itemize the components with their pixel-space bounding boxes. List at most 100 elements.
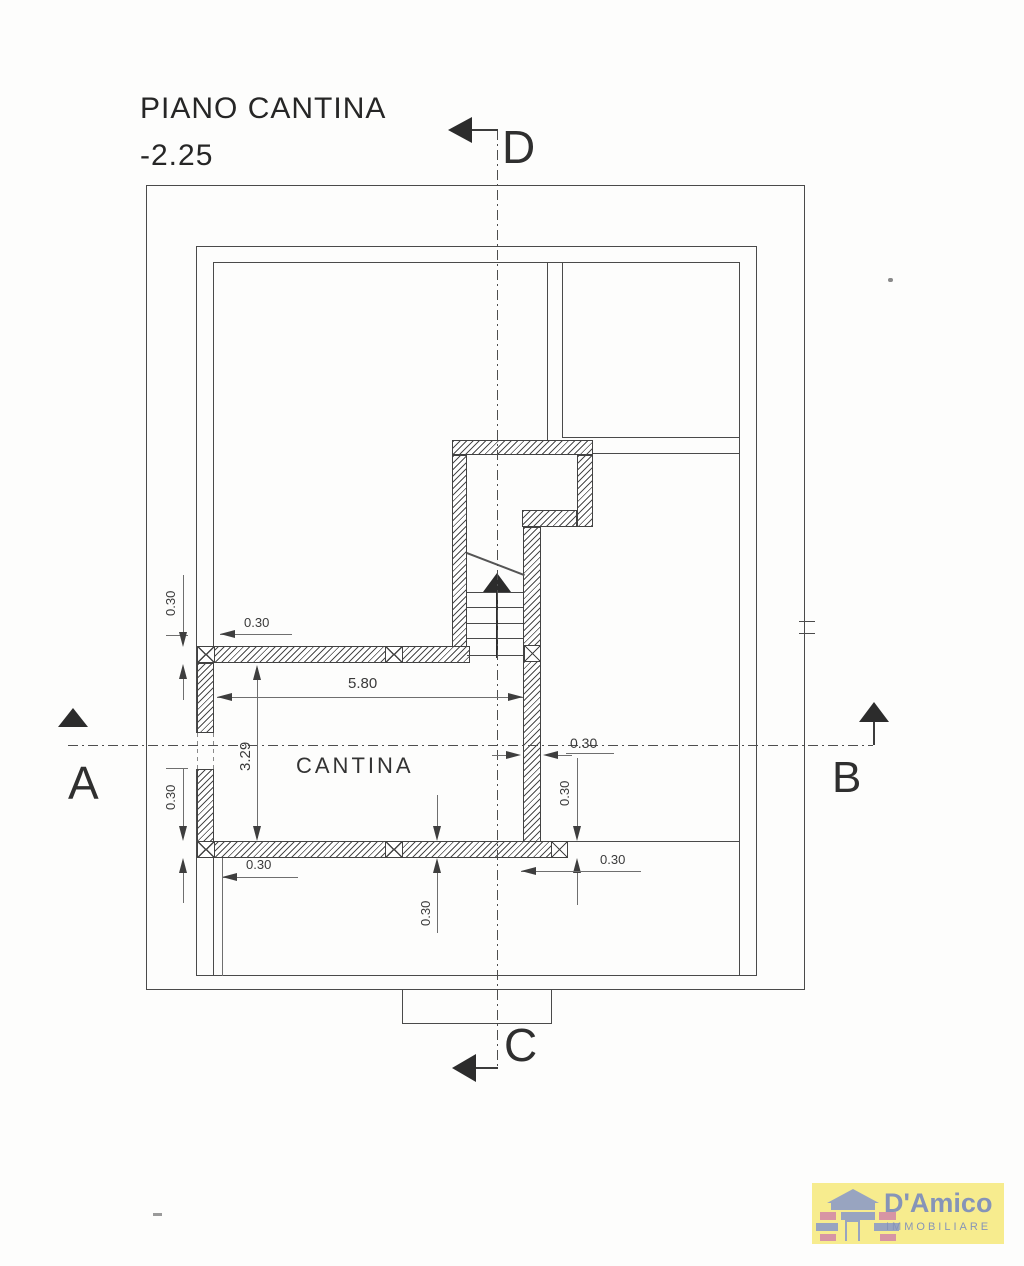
section-label-d: D [502,121,536,173]
dim-line [558,755,572,756]
dim-line [217,697,523,698]
dim-label: 0.30 [163,590,178,616]
section-leader-b [873,722,875,745]
dim-label: 0.30 [163,784,178,810]
column-pillar [197,646,215,663]
dim-line [257,668,258,838]
dim-extension-line [222,858,223,976]
door-jamb-line [213,733,214,769]
dim-line [183,768,184,826]
dim-label: 0.30 [557,780,572,806]
dim-label: 0.30 [244,615,270,630]
section-label-b: B [832,753,862,802]
section-arrow-c-icon [452,1054,476,1082]
partition-line [562,262,563,437]
stair-tread [467,607,523,608]
scan-speck [888,278,893,282]
dim-line [521,871,641,872]
dim-line [183,575,184,635]
column-pillar [524,645,541,662]
door-jamb-line [197,733,198,769]
dim-line [183,679,184,700]
porch-outline [402,990,552,1024]
section-leader-c [476,1067,498,1069]
dim-line [577,758,578,826]
dim-tick [166,635,188,636]
dim-line [437,873,438,933]
section-label-a: A [68,757,99,809]
agency-logo: D'Amico IMMOBILIARE [812,1183,1004,1244]
scan-speck [153,1213,162,1216]
section-label-c: C [504,1019,538,1071]
stair-tread [467,655,523,656]
section-arrow-d-icon [448,117,472,143]
dim-label: 0.30 [600,852,626,867]
dim-arrow-icon [179,858,187,873]
hatched-wall-cantina-bottom [197,841,568,858]
section-arrow-a-icon [58,708,88,727]
section-arrow-b-icon [859,702,889,722]
dim-line [577,873,578,905]
section-leader-d [472,129,498,131]
dim-label: 0.30 [570,735,598,751]
column-pillar [385,841,403,858]
dim-arrow-icon [179,664,187,679]
dim-tick [166,768,188,769]
dim-arrow-icon [506,751,521,759]
dim-line [220,634,292,635]
stair-tread [467,623,523,624]
building-outer-wall [196,246,757,976]
partition-line [562,437,740,438]
dim-arrow-icon [433,826,441,841]
building-inner-wall [213,262,740,976]
dim-arrow-icon [220,630,235,638]
partition-line [547,262,548,440]
border-tick [799,621,815,622]
stair-tread [467,638,523,639]
hatched-wall-stair-left [452,455,467,663]
section-line-dc [497,130,498,1068]
partition-line [568,841,740,842]
hatched-wall-stair-mid [522,510,577,527]
room-label: CANTINA [296,753,414,778]
plan-title: PIANO CANTINA [140,92,387,125]
partition-line [593,453,740,454]
door-icon [845,1220,860,1241]
dim-arrow-icon [433,858,441,873]
dim-line [222,877,298,878]
sheet-border [146,185,805,990]
hatched-wall-stair-right [577,455,593,527]
dim-arrow-icon [543,751,558,759]
column-pillar [551,841,568,858]
dim-label: 0.30 [246,857,272,872]
section-line-ab [68,745,873,746]
dim-arrow-icon [179,632,187,647]
hatched-wall-stair-top [452,440,593,455]
dim-label: 3.29 [237,741,254,771]
hatched-wall-cantina-right [523,527,541,858]
dim-arrow-icon [573,826,581,841]
dim-arrow-icon [179,826,187,841]
plan-elevation: -2.25 [140,139,214,172]
dim-label: 5.80 [348,675,378,692]
logo-subtitle: IMMOBILIARE [886,1221,992,1233]
hatched-wall-cantina-left-lower [197,769,214,842]
stair-tread [467,592,523,593]
dim-arrow-icon [521,867,536,875]
border-tick [799,633,815,634]
hatched-wall-cantina-left-upper [197,663,214,733]
dim-line [183,873,184,903]
roof-icon [827,1189,879,1203]
dim-line [566,753,614,754]
dim-line [437,795,438,826]
dim-arrow-icon [253,665,261,680]
hatched-wall-cantina-top [197,646,470,663]
dim-arrow-icon [253,826,261,841]
column-pillar [385,646,403,663]
dim-arrow-icon [508,693,523,701]
logo-brand: D'Amico [884,1188,993,1218]
dim-label: 0.30 [418,900,433,926]
dim-arrow-icon [222,873,237,881]
column-pillar [197,841,215,858]
